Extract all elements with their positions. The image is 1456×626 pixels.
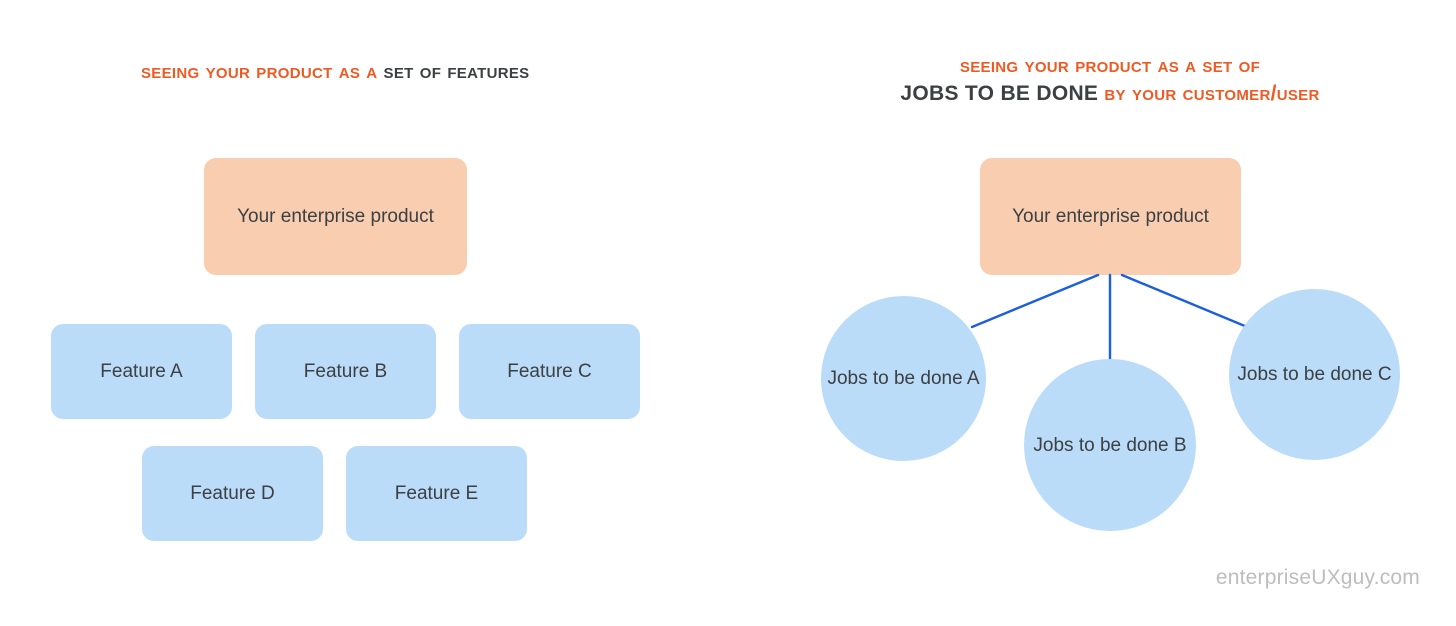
feature-node-a[interactable]: Feature A bbox=[51, 324, 232, 419]
left-title-dark-text: set of features bbox=[383, 60, 530, 83]
jobs-to-be-done-node-c[interactable]: Jobs to be done C bbox=[1229, 289, 1400, 460]
feature-node-c[interactable]: Feature C bbox=[459, 324, 640, 419]
jobs-to-be-done-node-a[interactable]: Jobs to be done A bbox=[821, 296, 986, 461]
connector-line-to-jtbd-c bbox=[1120, 273, 1254, 331]
right-title-line2-orange-text: by your customer/user bbox=[1104, 82, 1320, 105]
site-watermark: enterpriseUXguy.com bbox=[1215, 566, 1420, 589]
right-panel-title: Seeing your product as a set of JOBS TO … bbox=[830, 52, 1390, 108]
feature-node-b[interactable]: Feature B bbox=[255, 324, 436, 419]
jobs-to-be-done-node-b[interactable]: Jobs to be done B bbox=[1024, 359, 1196, 531]
right-title-line1-orange-text: Seeing your product as a set of bbox=[959, 54, 1261, 77]
jobs-to-be-done-node-c-label: Jobs to be done C bbox=[1237, 364, 1392, 385]
right-product-node-label: Your enterprise product bbox=[1012, 206, 1209, 227]
right-product-node[interactable]: Your enterprise product bbox=[980, 158, 1241, 275]
connector-lines-group bbox=[970, 273, 1254, 363]
right-title-line-1: Seeing your product as a set of bbox=[830, 52, 1390, 80]
feature-node-c-label: Feature C bbox=[507, 361, 592, 382]
feature-node-d[interactable]: Feature D bbox=[142, 446, 323, 541]
right-title-line-2: JOBS TO BE DONE by your customer/user bbox=[830, 80, 1390, 108]
left-product-node-label: Your enterprise product bbox=[237, 206, 434, 227]
feature-node-e-label: Feature E bbox=[394, 483, 479, 504]
feature-node-b-label: Feature B bbox=[303, 361, 388, 382]
left-panel-title: Seeing your product as a set of features bbox=[141, 58, 529, 85]
left-title-orange-text: Seeing your product as a bbox=[141, 60, 378, 83]
feature-node-e[interactable]: Feature E bbox=[346, 446, 527, 541]
jobs-to-be-done-node-a-label: Jobs to be done A bbox=[827, 368, 980, 389]
feature-node-a-label: Feature A bbox=[100, 361, 183, 382]
connector-line-to-jtbd-a bbox=[970, 273, 1100, 329]
left-product-node[interactable]: Your enterprise product bbox=[204, 158, 467, 275]
jobs-to-be-done-node-b-label: Jobs to be done B bbox=[1033, 434, 1187, 456]
right-title-line2-dark-text: JOBS TO BE DONE bbox=[900, 82, 1099, 105]
feature-node-d-label: Feature D bbox=[190, 483, 275, 504]
